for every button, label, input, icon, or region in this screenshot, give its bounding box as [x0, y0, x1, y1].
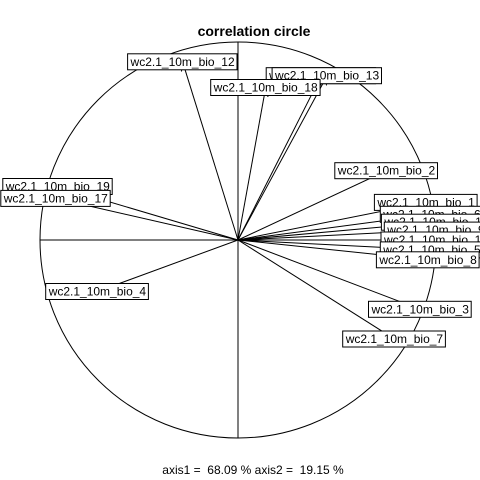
- vector-label-1: wc2.1_10m_bio_12: [127, 53, 238, 71]
- chart-title: correlation circle: [198, 23, 311, 39]
- vector-label-6: wc2.1_10m_bio_17: [0, 189, 111, 207]
- vector-label-4: wc2.1_10m_bio_18: [210, 79, 321, 96]
- vector-label-text: wc2.1_10m_bio_7: [345, 332, 444, 346]
- vector-arrow-8: [237, 171, 387, 241]
- vector-label-text: wc2.1_10m_bio_17: [3, 191, 108, 205]
- vector-label-box: [375, 251, 480, 269]
- vector-arrow-1: [183, 62, 239, 241]
- vector-arrow-4: [237, 88, 266, 241]
- vector-label-16: wc2.1_10m_bio_3: [368, 300, 472, 318]
- vector-label-text: wc2.1_10m_bio_8: [378, 253, 477, 267]
- vector-arrow-7: [97, 239, 239, 292]
- vector-layer: wc2.1_10m_bio_12wc2.1_10m_bio_16wc2.1_10…: [0, 53, 480, 348]
- vector-label-box: [45, 283, 149, 300]
- vector-label-text: wc2.1_10m_bio_4: [48, 285, 147, 299]
- vector-label-box: [0, 189, 111, 207]
- vector-arrow-17: [237, 239, 394, 339]
- vector-label-text: wc2.1_10m_bio_3: [370, 302, 469, 316]
- vector-label-17: wc2.1_10m_bio_7: [342, 330, 446, 348]
- vector-label-box: [210, 79, 321, 96]
- vector-label-text: wc2.1_10m_bio_12: [130, 55, 235, 69]
- vector-label-7: wc2.1_10m_bio_4: [45, 283, 149, 300]
- vector-arrow-16: [237, 239, 420, 309]
- axis-inertia-footer: axis1 = 68.09 % axis2 = 19.15 %: [162, 463, 344, 477]
- vector-label-text: wc2.1_10m_bio_18: [213, 81, 318, 95]
- vector-arrow-3: [237, 76, 327, 241]
- vector-label-box: [368, 300, 472, 318]
- vector-label-15: wc2.1_10m_bio_8: [375, 251, 480, 269]
- vector-label-box: [342, 330, 446, 348]
- vector-arrow-2: [237, 76, 321, 241]
- vector-label-8: wc2.1_10m_bio_2: [334, 162, 438, 180]
- vector-label-box: [127, 53, 238, 71]
- vector-label-text: wc2.1_10m_bio_2: [337, 164, 436, 178]
- vector-label-box: [334, 162, 438, 180]
